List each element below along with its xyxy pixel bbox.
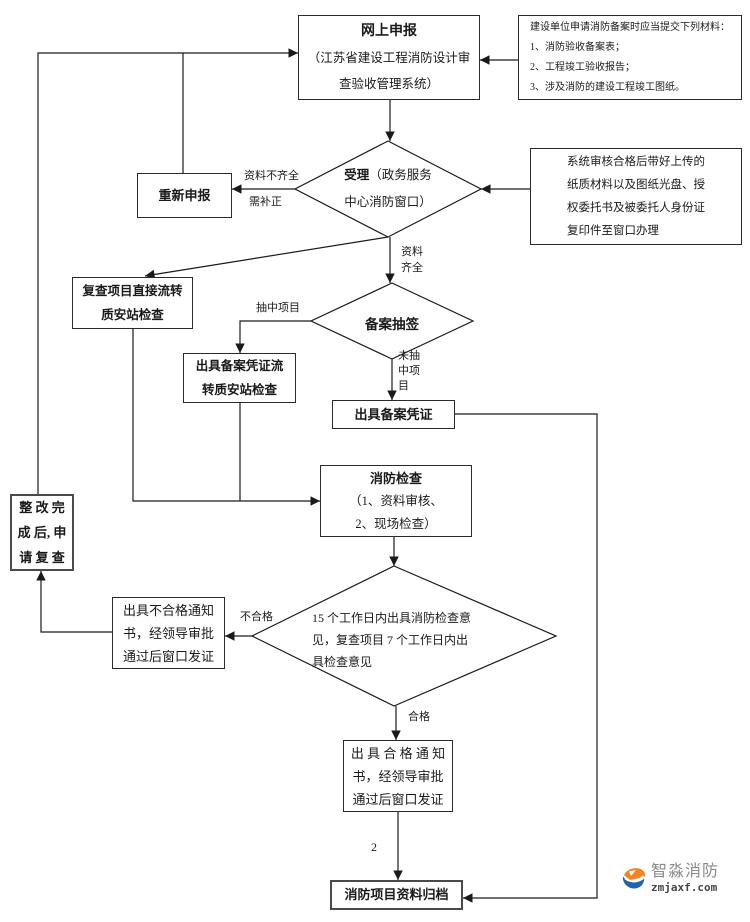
node-online-line: （江苏省建设工程消防设计审 bbox=[307, 50, 471, 65]
edge-fail-to-rectify bbox=[36, 571, 112, 633]
node-pass-line: 通过后窗口发证 bbox=[352, 791, 444, 807]
label-materials-complete-1: 资料 bbox=[401, 246, 423, 258]
logo-domain: zmjaxf.com bbox=[651, 881, 718, 894]
note-system-line: 系统审核合格后带好上传的 bbox=[567, 155, 705, 168]
node-review-direct-line: 质安站检查 bbox=[101, 308, 164, 322]
label-materials-incomplete: 资料不齐全 bbox=[244, 170, 299, 182]
node-rectify-line: 整 改 完 bbox=[19, 500, 65, 515]
node-rectify: 整 改 完 成 后, 申 请 复 查 bbox=[10, 494, 74, 571]
zhimiao-logo-icon bbox=[622, 868, 646, 889]
node-online-declare: 网上申报 （江苏省建设工程消防设计审 查验收管理系统） bbox=[298, 15, 480, 100]
note-system-line: 纸质材料以及图纸光盘、授 bbox=[567, 178, 705, 191]
node-cert-flow-line: 出具备案凭证流 bbox=[195, 359, 284, 373]
label-page-number: 2 bbox=[371, 840, 377, 854]
node-cert-label: 出具备案凭证 bbox=[354, 406, 433, 422]
node-rectify-line: 请 复 查 bbox=[19, 550, 65, 565]
node-cert-flow-line: 转质安站检查 bbox=[201, 383, 277, 397]
label-materials-complete-2: 齐全 bbox=[401, 262, 423, 274]
label-not-drawn-3: 目 bbox=[398, 380, 409, 392]
note-materials-line: 3、涉及消防的建设工程竣工图纸。 bbox=[530, 81, 685, 93]
label-unqualified: 不合格 bbox=[240, 611, 273, 623]
node-fail-notice: 出具不合格通知 书，经领导审批 通过后窗口发证 bbox=[112, 597, 225, 669]
diamond-lottery-title: 备案抽签 bbox=[365, 317, 419, 332]
note-materials-line: 2、工程竣工验收报告； bbox=[530, 61, 635, 73]
edge-accept-to-review-direct bbox=[144, 236, 389, 280]
node-archive: 消防项目资料归档 bbox=[330, 880, 463, 910]
node-rectify-line: 成 后, 申 bbox=[17, 525, 67, 540]
diamond-accept-text: 受理（政务服务 中心消防窗口） bbox=[300, 162, 476, 216]
node-pass-line: 书，经领导审批 bbox=[352, 768, 444, 784]
diamond-days-shape bbox=[250, 565, 558, 707]
node-pass-notice: 出 具 合 格 通 知 书，经领导审批 通过后窗口发证 bbox=[343, 740, 453, 812]
node-fail-line: 书，经领导审批 bbox=[122, 625, 214, 641]
edge-lottery-to-cert-flow bbox=[235, 320, 311, 353]
node-pass-line: 出 具 合 格 通 知 bbox=[350, 745, 446, 761]
label-not-drawn-2: 中项 bbox=[398, 365, 420, 377]
node-inspection-line: 2、现场检查） bbox=[355, 516, 437, 531]
node-redo-label: 重新申报 bbox=[158, 187, 211, 203]
edge-review-direct-to-inspection bbox=[132, 329, 320, 506]
edge-rectify-to-online bbox=[37, 48, 298, 494]
node-review-direct-line: 复查项目直接流转 bbox=[82, 284, 183, 298]
note-materials-line: 建设单位申请消防备案时应当提交下列材料： bbox=[530, 21, 730, 33]
label-need-correction: 需补正 bbox=[249, 196, 282, 208]
diamond-days-text: 15 个工作日内出具消防检查意 见，复查项目 7 个工作日内出 具检查意见 bbox=[312, 607, 512, 673]
node-online-title: 网上申报 bbox=[361, 23, 417, 39]
diamond-days-line: 具检查意见 bbox=[312, 655, 373, 669]
logo-brand-name: 智淼消防 bbox=[651, 863, 720, 880]
note-system-audit: 系统审核合格后带好上传的 纸质材料以及图纸光盘、授 权委托书及被委托人身份证 复… bbox=[530, 148, 742, 245]
node-inspection-title: 消防检查 bbox=[369, 470, 422, 486]
diamond-lottery-text: 备案抽签 bbox=[332, 313, 452, 333]
diamond-days-line: 见，复查项目 7 个工作日内出 bbox=[312, 633, 469, 647]
node-inspection-line: （1、资料审核、 bbox=[349, 493, 443, 508]
node-online-line: 查验收管理系统） bbox=[338, 76, 439, 91]
node-fail-line: 通过后窗口发证 bbox=[122, 648, 214, 664]
diamond-accept-title: 受理 bbox=[344, 168, 370, 182]
label-not-drawn-1: 未抽 bbox=[398, 350, 420, 362]
node-inspection: 消防检查 （1、资料审核、 2、现场检查） bbox=[320, 465, 472, 537]
watermark-logo: 智淼消防 zmjaxf.com bbox=[620, 864, 719, 893]
diamond-days-line: 15 个工作日内出具消防检查意 bbox=[312, 611, 472, 625]
note-system-line: 复印件至窗口办理 bbox=[567, 224, 659, 237]
node-cert: 出具备案凭证 bbox=[332, 400, 455, 429]
label-drawn-project: 抽中项目 bbox=[256, 302, 300, 314]
edge-cert-to-archive bbox=[455, 413, 598, 903]
node-review-direct: 复查项目直接流转 质安站检查 bbox=[72, 277, 193, 329]
node-archive-label: 消防项目资料归档 bbox=[344, 887, 449, 902]
note-materials: 建设单位申请消防备案时应当提交下列材料： 1、消防验收备案表； 2、工程竣工验收… bbox=[518, 15, 742, 100]
note-materials-line: 1、消防验收备案表； bbox=[530, 41, 625, 53]
note-system-line: 权委托书及被委托人身份证 bbox=[567, 201, 705, 214]
label-qualified: 合格 bbox=[408, 711, 430, 723]
node-cert-flow: 出具备案凭证流 转质安站检查 bbox=[183, 353, 296, 403]
diamond-accept-line1: （政务服务 bbox=[369, 168, 432, 182]
diamond-accept-line2: 中心消防窗口） bbox=[344, 195, 432, 209]
node-redo-declare: 重新申报 bbox=[137, 173, 232, 218]
node-fail-line: 出具不合格通知 bbox=[122, 602, 214, 618]
